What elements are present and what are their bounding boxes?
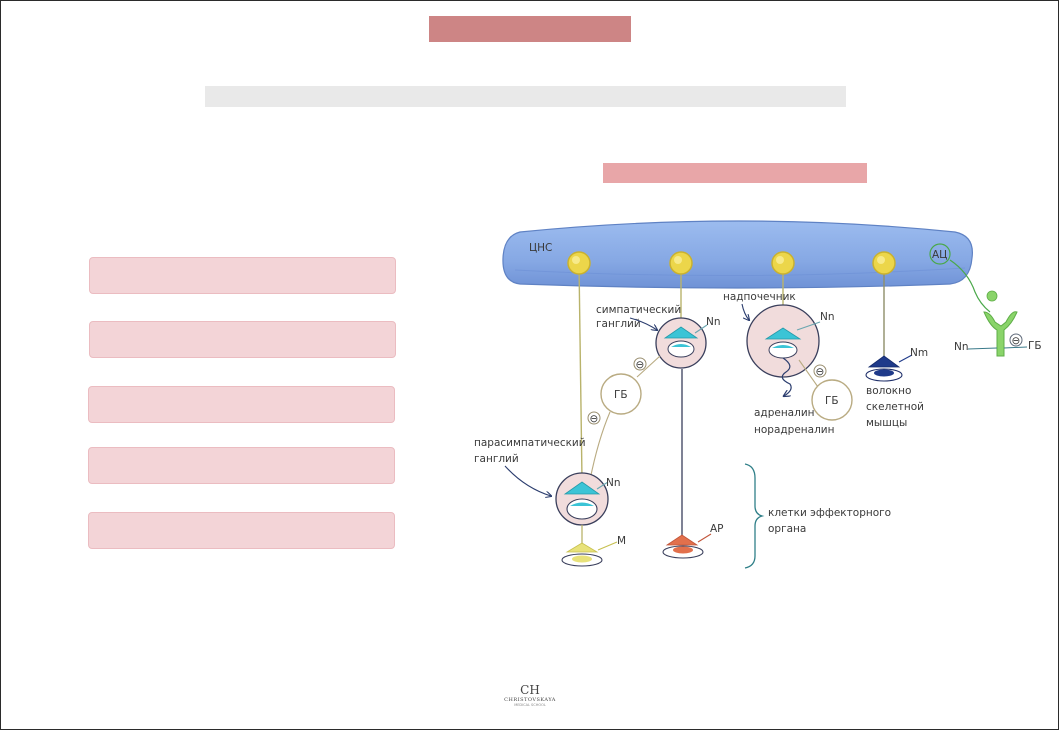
nm-receptor-skeletal [865, 355, 903, 382]
minus-receptor: ⊖ [1012, 335, 1021, 347]
diagram-caption-bar [603, 163, 867, 183]
brand-logo: CH CHRISTOVSKAYA MEDICAL SCHOOL [500, 683, 560, 713]
parasympathetic-ganglion-arrow [504, 465, 551, 496]
minus-sympathetic: ⊖ [636, 359, 645, 371]
adrenal-arrow [741, 303, 749, 320]
cns-label: ЦНС [529, 242, 552, 254]
parasympathetic-ganglion [555, 472, 609, 526]
gb-circle-adrenal [811, 379, 853, 421]
m-receptor-label: M [617, 535, 626, 547]
minus-adrenal: ⊖ [816, 366, 825, 378]
skeletal-label-3: мышцы [866, 417, 907, 429]
answer-card-1[interactable] [89, 257, 396, 294]
sympathetic-ganglion-label-1: симпатический [596, 304, 681, 316]
nn-label-receptor: Nn [954, 341, 969, 353]
answer-card-3[interactable] [88, 386, 395, 423]
nn-label-sympathetic: Nn [706, 316, 721, 328]
gb-label-sympathetic: ГБ [614, 389, 628, 401]
adrenal-gland [746, 304, 820, 396]
subtitle-placeholder-bar [205, 86, 846, 107]
nm-label: Nm [910, 347, 928, 359]
sympathetic-ganglion [655, 317, 707, 369]
parasympathetic-ganglion-label-1: парасимпатический [474, 437, 586, 449]
ar-receptor-effector [662, 534, 704, 559]
logo-monogram: CH [520, 683, 540, 697]
logo-brand: CHRISTOVSKAYA [504, 697, 556, 703]
cns-neuron-4 [872, 251, 896, 275]
parasympathetic-ganglion-label-2: ганглий [474, 453, 519, 465]
ar-receptor-label: AP [710, 523, 724, 535]
cns-neuron-1 [567, 251, 591, 275]
effector-label-1: клетки эффекторного [768, 507, 891, 519]
gb-label-receptor: ГБ [1028, 340, 1042, 352]
ach-molecule [929, 243, 951, 265]
skeletal-label-1: волокно [866, 385, 911, 397]
ach-label: АЦ [932, 249, 947, 261]
effector-bracket [744, 463, 765, 569]
answer-card-2[interactable] [89, 321, 396, 358]
parasympathetic-preganglionic-fiber [578, 263, 583, 481]
gb-circle-sympathetic [600, 373, 642, 415]
effector-label-2: органа [768, 523, 806, 535]
sympathetic-ganglion-arrow [629, 317, 657, 330]
minus-parasympathetic: ⊖ [590, 413, 599, 425]
noradrenaline-label: норадреналин [754, 424, 834, 436]
title-placeholder-bar [429, 16, 631, 42]
gb-label-adrenal: ГБ [825, 395, 839, 407]
nn-label-adrenal: Nn [820, 311, 835, 323]
skeletal-label-2: скелетной [866, 401, 924, 413]
sympathetic-ganglion-label-2: ганглий [596, 318, 641, 330]
cns-neuron-3 [771, 251, 795, 275]
nn-label-parasympathetic: Nn [606, 477, 621, 489]
answer-card-5[interactable] [88, 512, 395, 549]
ach-receptor-y [983, 311, 1018, 357]
answer-card-4[interactable] [88, 447, 395, 484]
adrenal-label: надпочечник [723, 291, 796, 303]
cns-neuron-2 [669, 251, 693, 275]
logo-tagline: MEDICAL SCHOOL [514, 703, 546, 707]
m-receptor-effector [561, 542, 603, 567]
adrenaline-label: адреналин [754, 407, 815, 419]
cns-band [502, 220, 973, 289]
